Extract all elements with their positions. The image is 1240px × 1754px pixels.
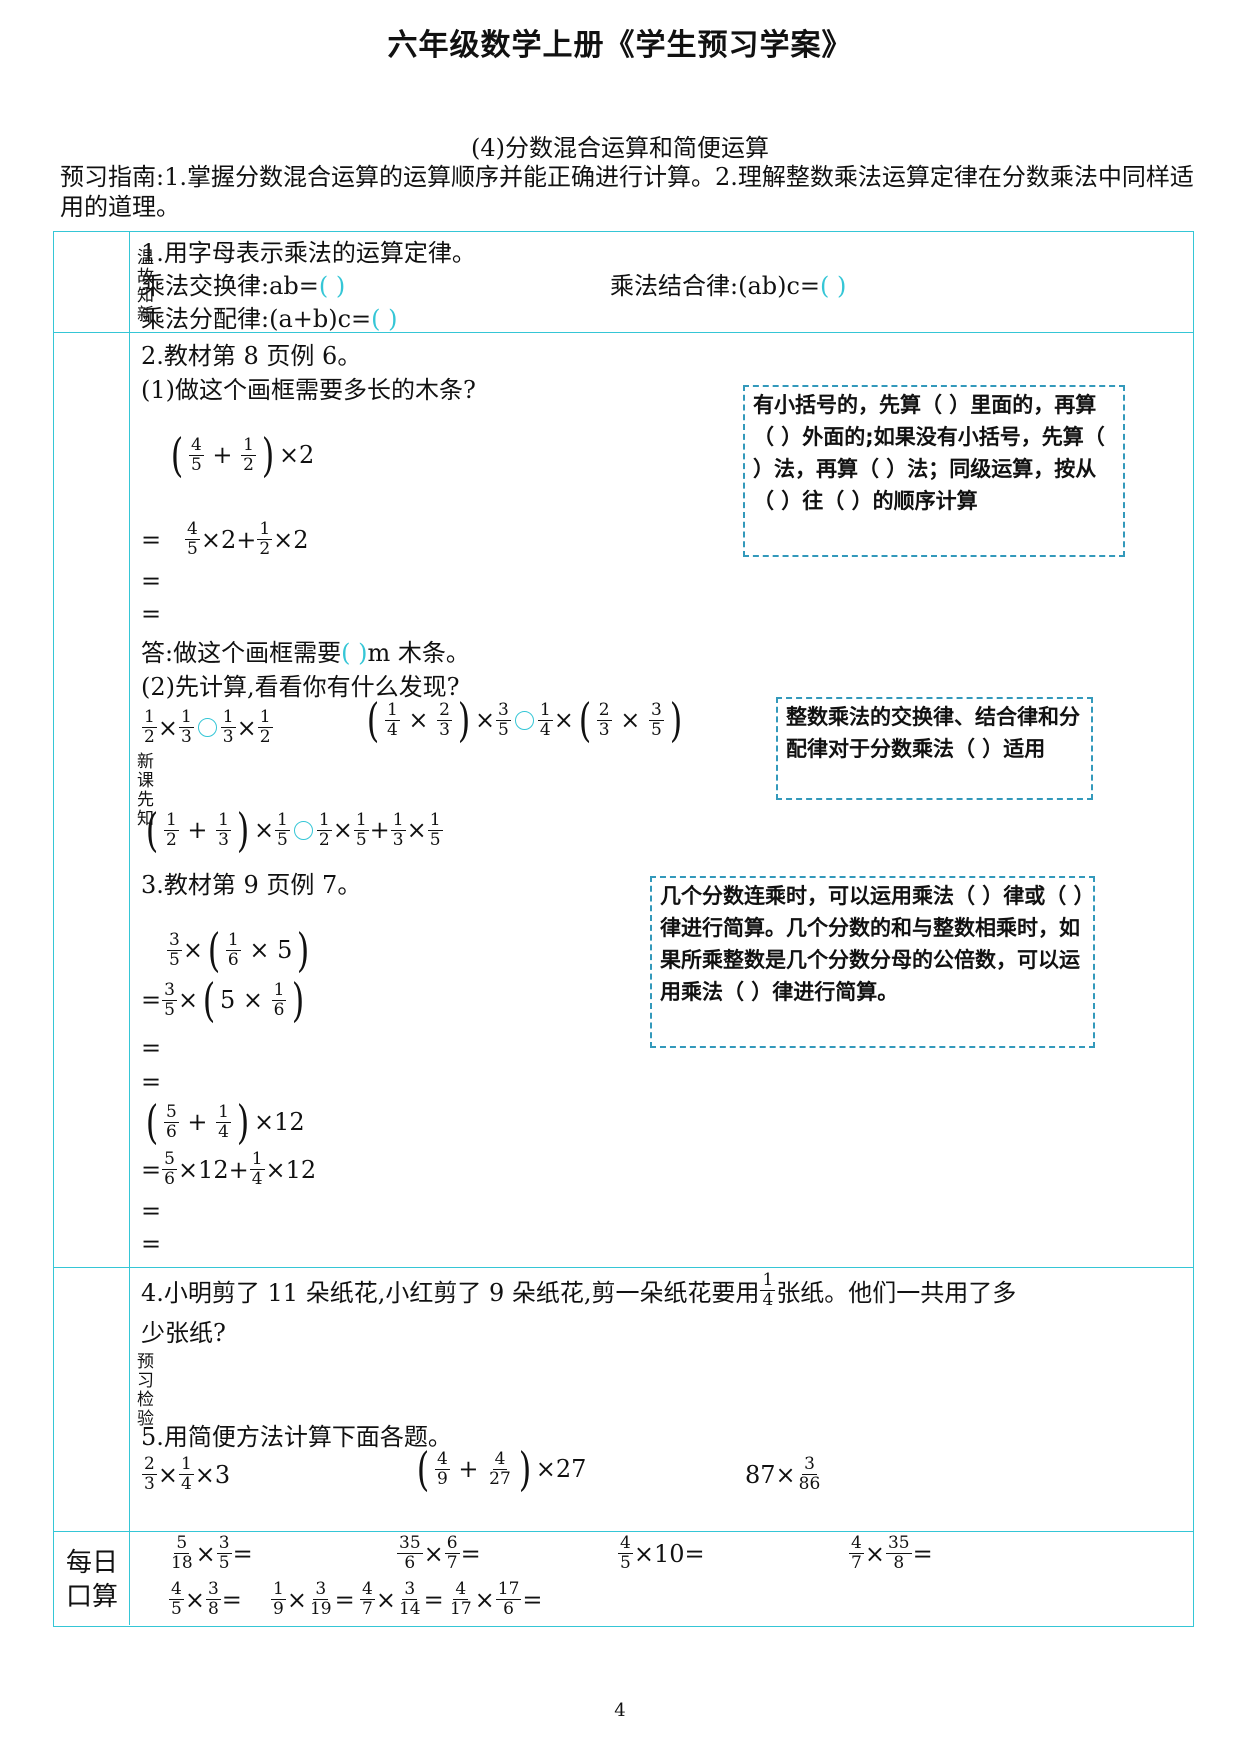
row-divider [53,332,1194,333]
study-guide: 预习指南:1.掌握分数混合运算的运算顺序并能正确进行计算。2.理解整数乘法运算定… [60,163,1194,221]
compare-circle[interactable] [197,718,217,737]
table-column-divider [129,231,130,1625]
question-3: 3.教材第 9 页例 7。 [141,871,362,899]
answer-blank[interactable]: ( ) [820,272,847,300]
question-5: 5.用简便方法计算下面各题。 [141,1423,452,1451]
section-label-mental-math: 每日口算 [65,1548,118,1612]
equals-line: = [141,600,162,628]
equals-line: = [141,1197,162,1225]
row-divider [53,1531,1194,1532]
simplification-note: 几个分数连乘时，可以运用乘法（ ）律或（ ）律进行简算。几个分数的和与整数相乘时… [650,876,1095,1048]
equals-line: = [141,1034,162,1062]
question-2-1: (1)做这个画框需要多长的木条? [141,376,476,404]
lesson-subtitle: (4)分数混合运算和简便运算 [471,134,769,162]
distributive-law: 乘法分配律:(a+b)c=( ) [141,305,398,333]
order-of-operations-note: 有小括号的，先算（ ）里面的，再算（ ）外面的;如果没有小括号，先算（ ）法，再… [743,385,1125,557]
commutative-law: 乘法交换律:ab=( ) [141,272,346,300]
row-divider [53,1267,1194,1268]
answer-blank[interactable]: ( ) [318,272,346,300]
answer-blank[interactable]: ( ) [371,305,398,333]
equals-line: = [141,1068,162,1096]
answer-sentence: 答:做这个画框需要( )m 木条。 [141,639,470,667]
section-label-new-lesson: 新课先知 [133,752,153,828]
question-1: 1.用字母表示乘法的运算定律。 [141,239,476,267]
question-4-line2: 少张纸? [141,1319,226,1347]
answer-blank[interactable]: ( ) [341,639,368,667]
section-label-check: 预习检验 [133,1352,153,1428]
page-number: 4 [614,1700,626,1721]
worksheet-table [53,231,1194,1627]
question-2-2: (2)先计算,看看你有什么发现? [141,673,460,701]
equals-line: = [141,567,162,595]
associative-law: 乘法结合律:(ab)c=( ) [610,272,847,300]
page-title: 六年级数学上册《学生预习学案》 [387,28,853,63]
laws-apply-note: 整数乘法的交换律、结合律和分配律对于分数乘法（ ）适用 [776,697,1093,800]
equals-line: = [141,1230,162,1258]
question-2: 2.教材第 8 页例 6。 [141,342,362,370]
compare-circle[interactable] [293,820,313,840]
section-label-review: 温故知新 [133,248,153,324]
compare-circle[interactable] [514,710,534,730]
